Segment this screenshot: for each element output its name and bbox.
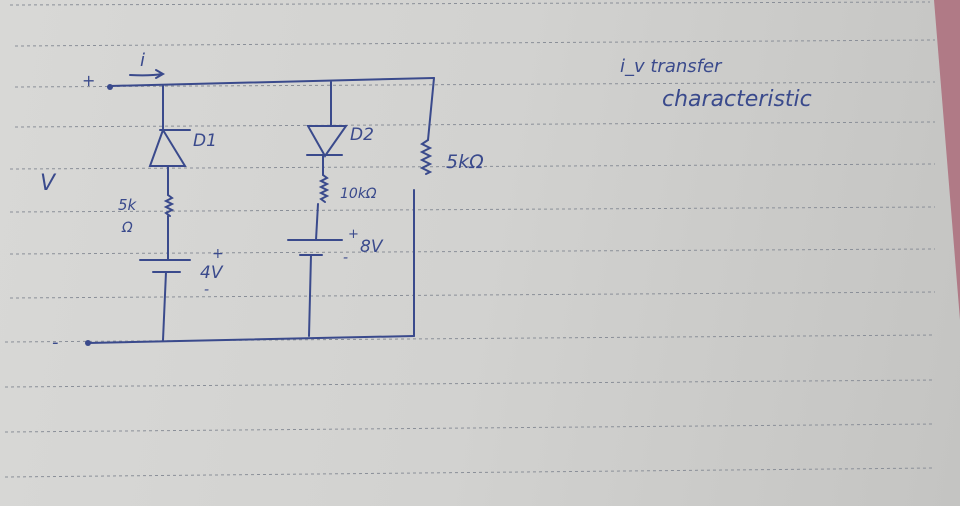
r1-unit: Ω <box>121 220 133 236</box>
negative-terminal <box>85 340 91 346</box>
r3-label: 5kΩ <box>446 151 484 173</box>
d2-label: D2 <box>350 125 374 145</box>
d1-label: D1 <box>193 131 217 151</box>
ruled-lines <box>4 1 936 478</box>
v2-plus: + <box>348 227 359 242</box>
voltage-label: V <box>40 171 57 196</box>
r2-label: 10kΩ <box>340 186 377 202</box>
title-line2: characteristic <box>662 87 812 112</box>
v2-label: 8V <box>360 237 384 257</box>
r1-label: 5k <box>118 196 138 214</box>
circuit-wires <box>87 69 435 344</box>
notebook-cover-edge <box>934 0 960 320</box>
v1-plus: + <box>212 246 224 262</box>
title-line1: i_v transfer <box>620 56 723 77</box>
current-label: i <box>140 50 145 71</box>
v1-label: 4V <box>200 263 224 283</box>
negative-sign: - <box>52 332 59 353</box>
v1-minus: - <box>204 282 209 298</box>
positive-terminal <box>107 84 113 90</box>
v2-minus: - <box>343 250 348 266</box>
positive-sign: + <box>82 71 95 90</box>
